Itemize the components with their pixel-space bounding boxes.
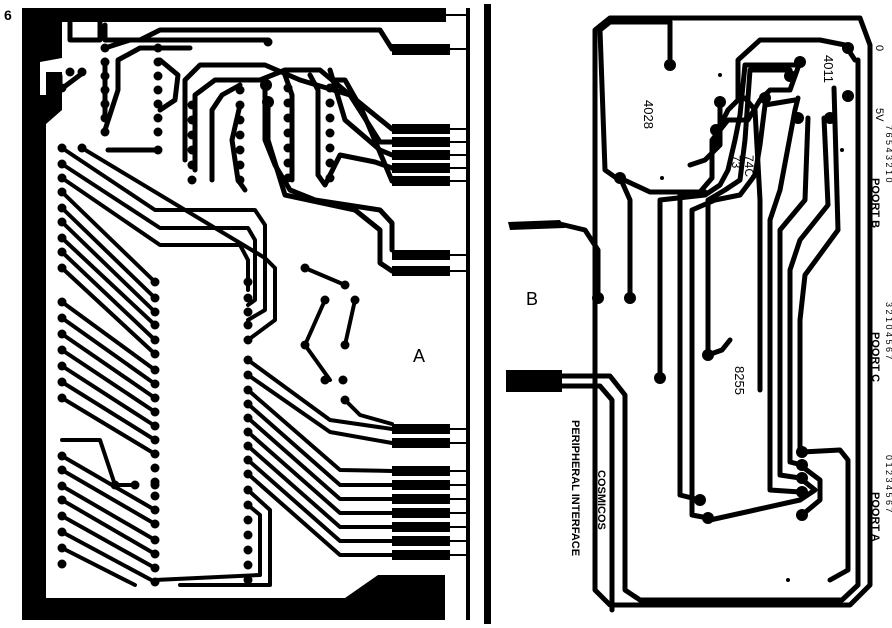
pads-b [592, 42, 854, 582]
traces-bus-a [60, 146, 277, 587]
edge-rail-a [466, 8, 470, 620]
port-c-label: POORT C [869, 332, 881, 382]
figure-number: 6 [4, 7, 12, 23]
edge-rail-b [484, 4, 491, 624]
traces-b [557, 19, 861, 613]
board-b-outline [592, 15, 873, 608]
ic-8255-label: 8255 [732, 366, 747, 395]
ic-74c73-label-2: 73 [729, 155, 743, 169]
ic-pads-main-a [110, 263, 360, 587]
port-b-label: POORT B [869, 178, 881, 228]
title-line1: COSMICOS [595, 470, 607, 530]
edge-zero-label: 0 [873, 45, 885, 51]
port-b-pins: 7 6 5 4 3 2 1 0 [884, 125, 892, 183]
finger-stubs-a [446, 14, 466, 556]
ic-4028-label: 4028 [641, 100, 656, 129]
ic-pads-a [57, 37, 335, 185]
edge-5v-label: 5V [873, 108, 885, 122]
ic-74c73-label-1: 74C [742, 155, 756, 177]
side-b-label: B [526, 289, 538, 309]
edge-connector-b2 [506, 370, 562, 392]
edge-connector-b1 [508, 220, 565, 230]
board-b: B 4028 4011 74C 73 8255 COSMICOS PERIPHE… [506, 15, 892, 613]
side-a-label: A [413, 346, 425, 366]
edge-fingers-a [388, 8, 450, 560]
board-a: 6 A [4, 4, 491, 624]
ic-4011-label: 4011 [821, 55, 836, 83]
port-a-label: POORT A [869, 492, 881, 542]
port-a-pins: 0 1 2 3 4 5 6 7 [884, 455, 892, 513]
traces-right-a [153, 266, 394, 587]
left-pads-a [57, 143, 67, 569]
title-line2: PERIPHERAL INTERFACE [569, 420, 581, 556]
port-c-pins: 3 2 1 0 4 5 6 7 [884, 302, 892, 360]
